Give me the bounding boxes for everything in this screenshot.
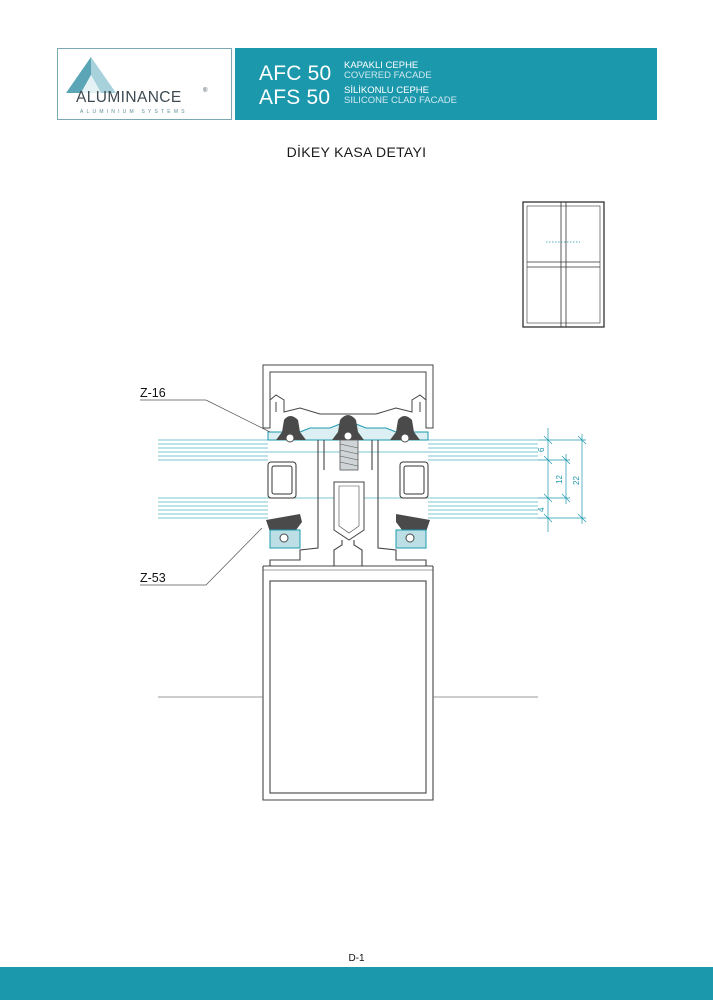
elevation-key-diagram: [522, 201, 605, 328]
callout-z16: Z-16: [140, 386, 166, 400]
brand-logo: ALUMINANCE ® ALUMINIUM SYSTEMS: [57, 48, 232, 120]
product-label-afc-en: COVERED FACADE: [344, 70, 432, 81]
pressure-cap-profile: [262, 364, 434, 429]
dimension-12: 12: [555, 475, 564, 484]
footer-band: [0, 967, 713, 1000]
gasket-z16: [276, 415, 420, 443]
fixing-screw: [333, 439, 365, 541]
dimension-lines: [538, 428, 587, 532]
glass-panes: [158, 439, 538, 519]
page-title: DİKEY KASA DETAYI: [286, 144, 427, 160]
gasket-z53: [266, 514, 430, 549]
mullion-profile: [262, 440, 434, 801]
brand-name: ALUMINANCE: [76, 89, 182, 106]
dimension-6: 6: [537, 447, 546, 452]
product-label-afs-tr: SİLİKONLU CEPHE: [344, 85, 429, 96]
product-label-afs-en: SILICONE CLAD FACADE: [344, 95, 457, 106]
brand-tagline: ALUMINIUM SYSTEMS: [80, 109, 188, 115]
triangle-logo-icon: [66, 57, 116, 93]
product-code-afc: AFC 50: [259, 62, 332, 85]
header-band: AFC 50 KAPAKLI CEPHE COVERED FACADE AFS …: [235, 48, 657, 120]
product-code-afs: AFS 50: [259, 86, 331, 109]
registered-mark: ®: [203, 88, 208, 94]
dimension-22: 22: [572, 476, 581, 485]
dimension-4: 4: [537, 507, 546, 512]
product-label-afc-tr: KAPAKLI CEPHE: [344, 60, 419, 71]
callout-leaders: [140, 399, 271, 586]
callout-z53: Z-53: [140, 571, 166, 585]
glass-spacers: [267, 461, 429, 499]
page-number: D-1: [348, 953, 365, 964]
